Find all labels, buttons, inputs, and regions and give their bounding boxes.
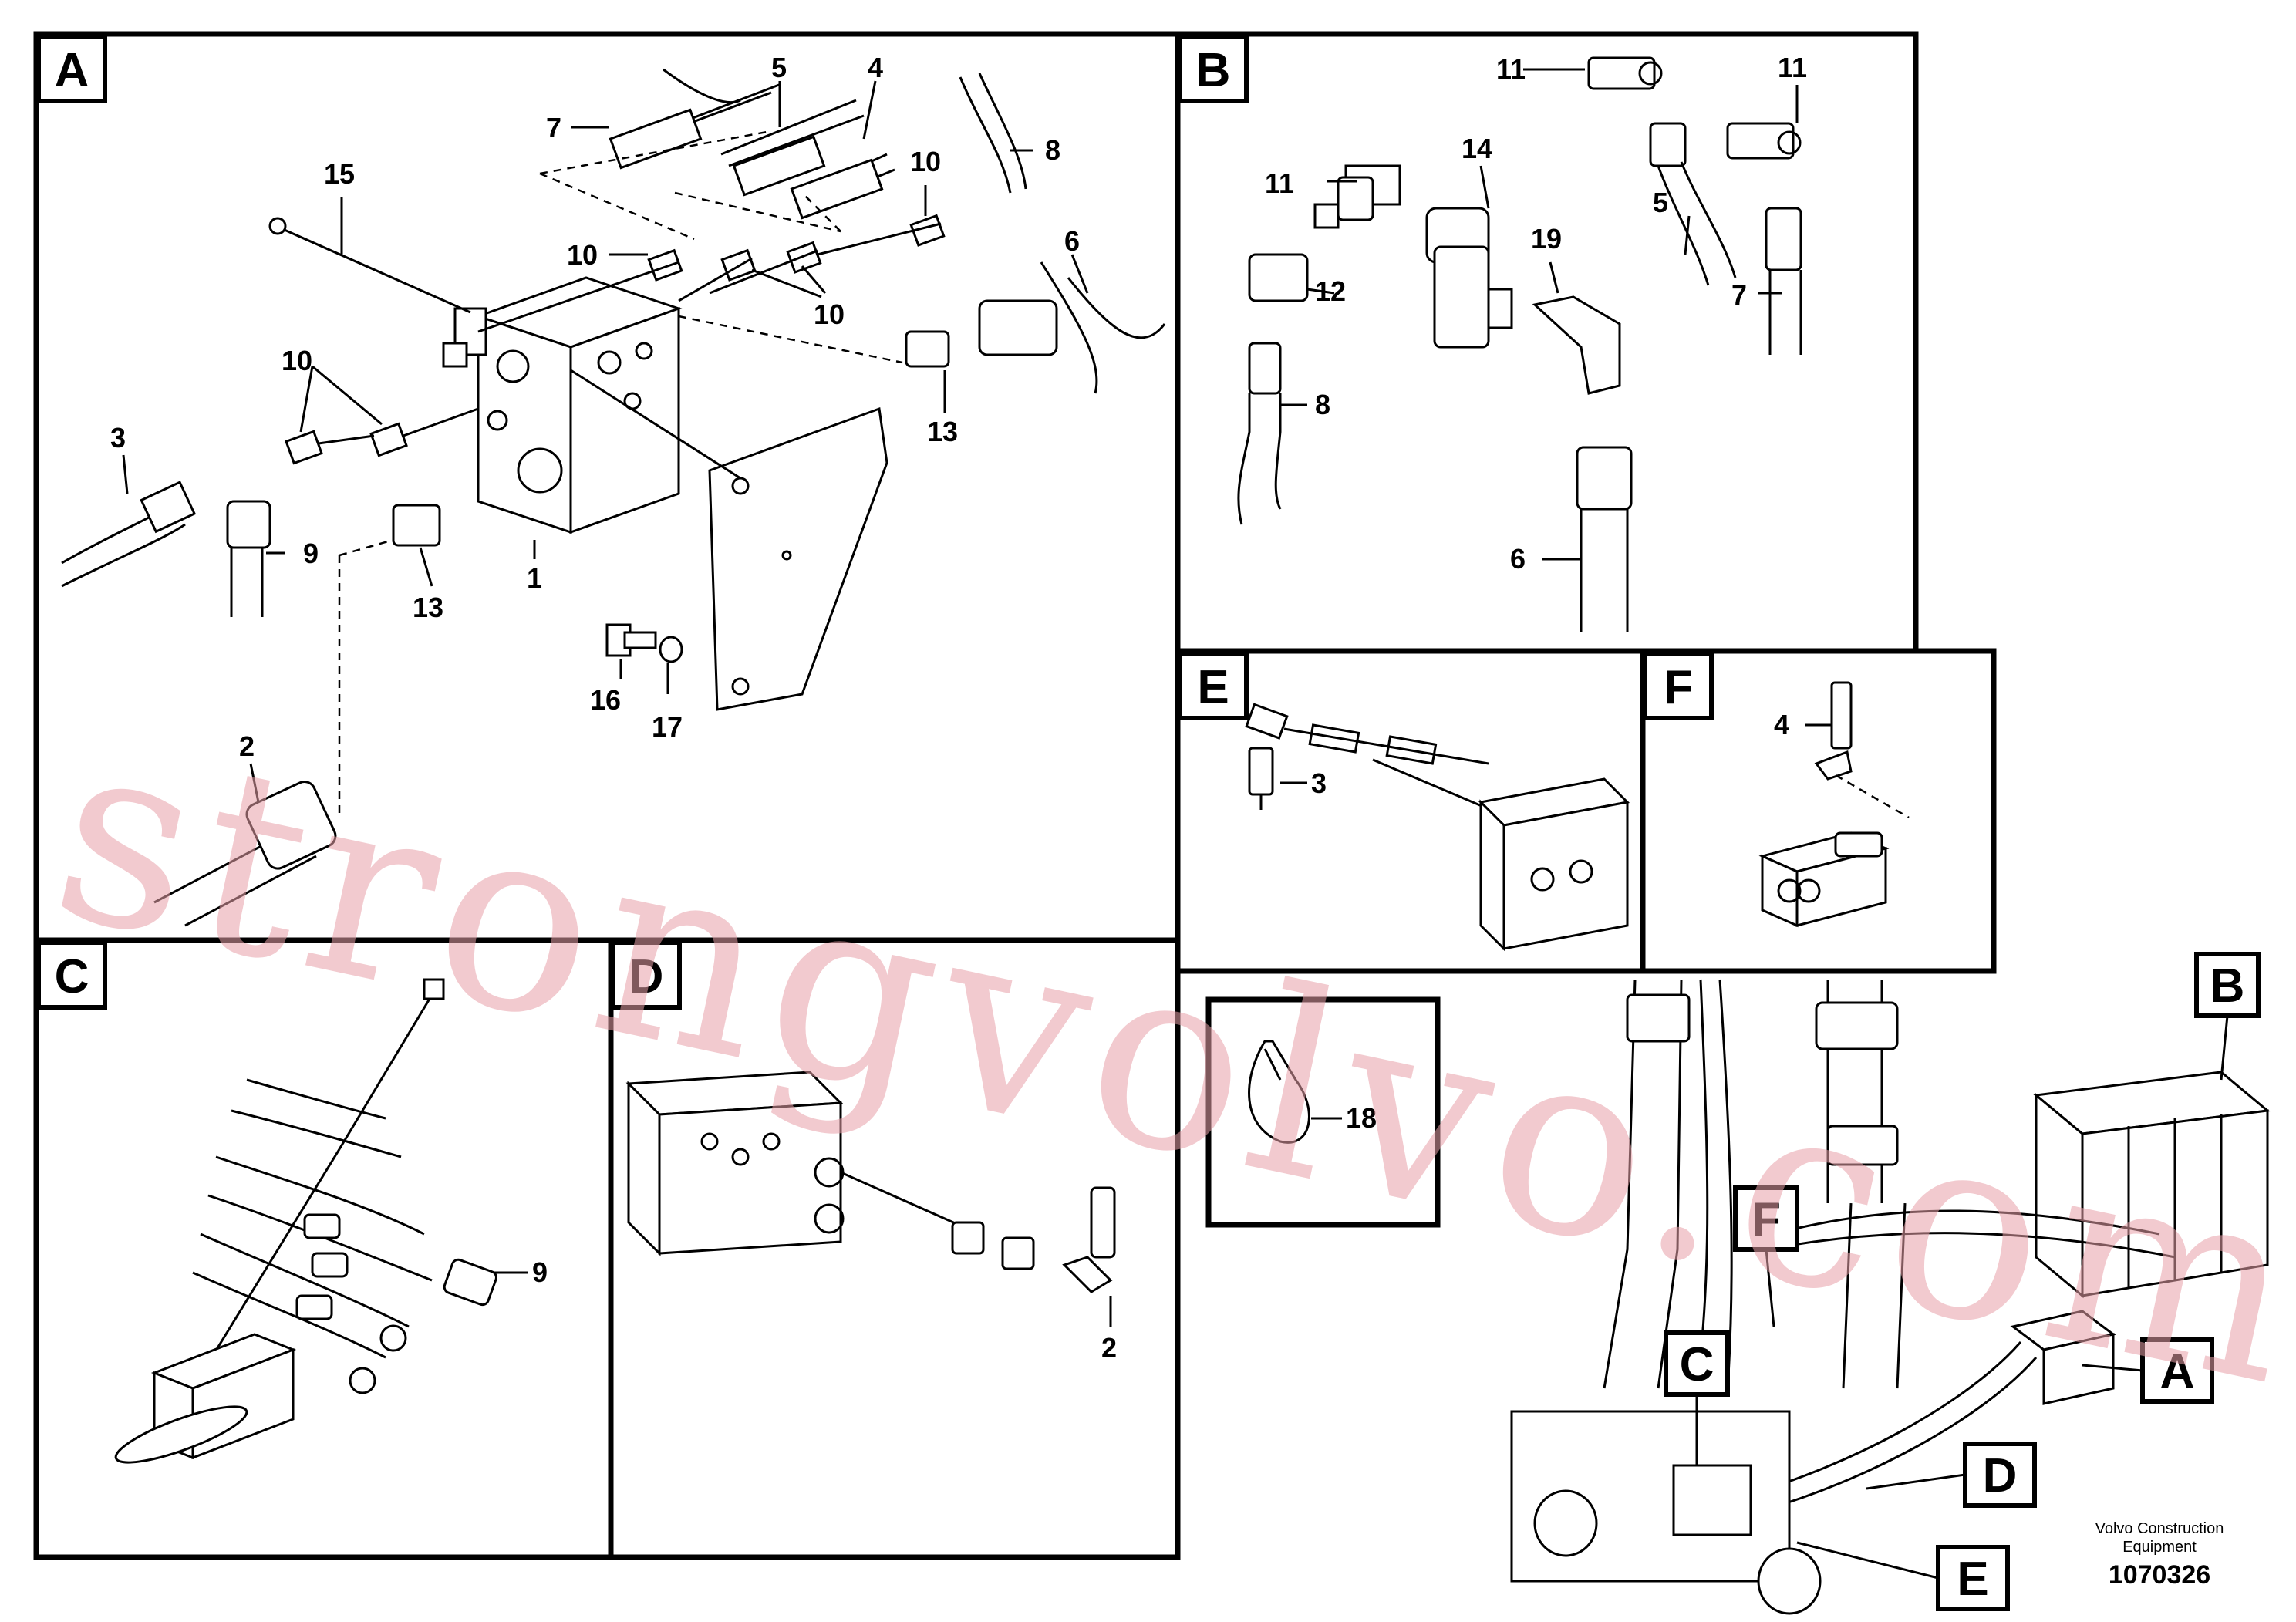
svg-text:E: E <box>1197 661 1229 714</box>
fittings-13 <box>392 330 950 547</box>
callout-a-16: 16 <box>590 684 621 716</box>
callout-e-3: 3 <box>1311 767 1327 799</box>
clip-detail-drawing: 18 <box>1248 1040 1377 1144</box>
panel-f-frame <box>1640 648 1997 974</box>
drawing-number: 1070326 <box>2109 1560 2210 1590</box>
callout-a-13-left: 13 <box>413 592 443 623</box>
overview-tag-e: E <box>1796 1541 2010 1611</box>
callout-a-17: 17 <box>652 711 683 743</box>
callout-a-10-top: 10 <box>910 146 941 177</box>
callout-b-5: 5 <box>1653 187 1668 218</box>
callout-d-2: 2 <box>1101 1332 1117 1364</box>
overview-drawing: B F C A D E <box>1510 952 2271 1615</box>
callout-a-10-left: 10 <box>282 345 312 376</box>
callout-c-9: 9 <box>532 1256 548 1288</box>
callout-f-4: 4 <box>1774 709 1789 740</box>
panel-e-drawing: 3 <box>1245 703 1630 952</box>
valve-block <box>442 276 683 534</box>
callout-a-2: 2 <box>239 730 255 762</box>
callout-b-12: 12 <box>1315 275 1346 307</box>
clip-detail-frame <box>1205 996 1441 1228</box>
panel-f-drawing: 4 <box>1758 681 1910 928</box>
overview-tag-d: D <box>1866 1442 2037 1508</box>
callout-a-6: 6 <box>1064 225 1080 257</box>
overview-tag-a: A <box>2082 1337 2214 1404</box>
panel-c-tag: C <box>36 940 107 1010</box>
panel-d-frame <box>608 937 1181 1560</box>
callout-b-19: 19 <box>1531 223 1562 255</box>
callout-b-11-top: 11 <box>1496 53 1526 85</box>
fittings-10 <box>285 214 946 465</box>
panel-d-drawing: 2 <box>625 1071 1117 1364</box>
svg-text:F: F <box>1752 1193 1781 1246</box>
callout-a-7: 7 <box>546 112 561 143</box>
callout-a-9: 9 <box>303 538 319 569</box>
hoses-a <box>61 68 1166 927</box>
svg-text:D: D <box>629 950 664 1003</box>
panel-a-drawing: 7 5 4 8 10 6 15 10 10 10 3 9 1 13 13 16 … <box>61 52 1166 927</box>
overview-tag-b: B <box>2194 952 2261 1081</box>
callout-a-4: 4 <box>868 52 883 83</box>
callout-a-13-right: 13 <box>927 416 958 447</box>
svg-text:A: A <box>2160 1345 2195 1398</box>
callout-a-15: 15 <box>324 158 355 190</box>
callout-b-11-right: 11 <box>1778 52 1807 83</box>
panel-a-tag: A <box>36 34 107 103</box>
panel-e-tag: E <box>1178 651 1249 720</box>
panel-c-drawing: 9 <box>114 978 548 1464</box>
overview-tag-c: C <box>1664 1330 1730 1465</box>
callout-b-6: 6 <box>1510 543 1526 575</box>
callout-b-11-left: 11 <box>1265 167 1294 199</box>
svg-text:D: D <box>1983 1449 2018 1502</box>
callout-a-1: 1 <box>527 562 542 594</box>
callout-a-10-mid: 10 <box>567 239 598 271</box>
overview-tag-f: F <box>1733 1185 1799 1327</box>
svg-text:C: C <box>55 950 89 1003</box>
svg-text:B: B <box>1196 44 1231 97</box>
brand-line-2: Equipment <box>2122 1539 2197 1556</box>
callout-a-3: 3 <box>110 422 126 454</box>
callout-b-14: 14 <box>1462 133 1492 164</box>
callout-a-8: 8 <box>1045 134 1060 166</box>
footer: Volvo Construction Equipment 1070326 <box>2095 1520 2224 1590</box>
watermark: strongvolvo.com <box>34 679 2296 1445</box>
mounting-plate <box>570 369 888 711</box>
svg-text:C: C <box>1680 1338 1714 1391</box>
panel-b-drawing: 11 11 14 11 5 19 12 7 8 6 <box>1237 52 1807 632</box>
panel-b-tag: B <box>1178 34 1249 103</box>
svg-text:B: B <box>2210 959 2245 1013</box>
brand-line-1: Volvo Construction <box>2095 1520 2224 1537</box>
panel-f-tag: F <box>1643 651 1714 720</box>
callout-b-7: 7 <box>1731 279 1747 311</box>
svg-text:A: A <box>55 44 89 97</box>
svg-text:E: E <box>1957 1553 1988 1606</box>
callout-a-5: 5 <box>771 52 787 83</box>
panel-d-tag: D <box>611 940 682 1010</box>
callout-clip-18: 18 <box>1346 1102 1377 1134</box>
svg-text:F: F <box>1664 661 1693 714</box>
callout-b-8: 8 <box>1315 389 1330 420</box>
callout-a-10-right: 10 <box>814 298 845 330</box>
